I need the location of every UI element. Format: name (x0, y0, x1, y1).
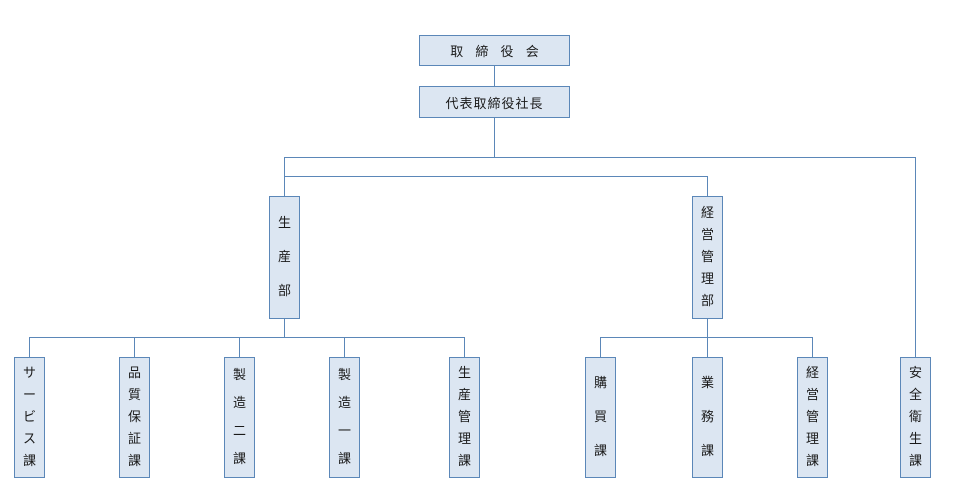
president-box: 代表取締役社長 (419, 86, 570, 118)
label-char: 営 (805, 387, 819, 403)
safety-section-box: 安全衛生課 (900, 357, 931, 478)
label-char: 経 (700, 205, 714, 221)
label-char: 課 (232, 451, 246, 467)
label-char: 課 (700, 443, 714, 459)
mfg2-section-box: 製造二課 (224, 357, 255, 478)
label-char: 証 (127, 431, 141, 447)
vertical-label: 生産部 (278, 215, 291, 301)
vertical-label: 安全衛生課 (909, 365, 922, 471)
label-char: 管 (457, 409, 471, 425)
board-label: 取 締 役 会 (450, 45, 539, 60)
qa-section-box: 品質保証課 (119, 357, 150, 478)
label-char: 課 (337, 451, 351, 467)
label-char: 課 (593, 443, 607, 459)
vertical-label: 品質保証課 (128, 365, 141, 471)
label-char: 課 (127, 453, 141, 469)
prodctrl-section-box: 生産管理課 (449, 357, 480, 478)
label-char: 買 (593, 409, 607, 425)
vertical-label: 製造一課 (338, 367, 351, 469)
vertical-label: 生産管理課 (458, 365, 471, 471)
label-char: 安 (908, 365, 922, 381)
label-char: 管 (805, 409, 819, 425)
label-char: ー (22, 387, 36, 403)
production-dept-box: 生産部 (269, 196, 300, 319)
label-char: 部 (277, 283, 291, 299)
president-label: 代表取締役社長 (445, 96, 544, 112)
label-char: 製 (232, 367, 246, 383)
operations-section-box: 業務課 (692, 357, 723, 478)
label-char: 保 (127, 409, 141, 425)
label-char: ス (22, 431, 36, 447)
mgmt-section-box: 経営管理課 (797, 357, 828, 478)
label-char: 一 (337, 423, 351, 439)
label-char: 購 (593, 375, 607, 391)
label-char: 製 (337, 367, 351, 383)
label-char: 品 (127, 365, 141, 381)
board-box: 取 締 役 会 (419, 35, 570, 66)
label-char: 産 (457, 387, 471, 403)
vertical-label: 製造二課 (233, 367, 246, 469)
label-char: 経 (805, 365, 819, 381)
label-char: 衛 (908, 409, 922, 425)
vertical-label: サービス課 (23, 365, 36, 471)
label-char: 産 (277, 249, 291, 265)
management-dept-box: 経営管理部 (692, 196, 723, 319)
label-char: 課 (457, 453, 471, 469)
label-char: 造 (337, 395, 351, 411)
label-char: 二 (232, 423, 246, 439)
label-char: 理 (700, 271, 714, 287)
label-char: 質 (127, 387, 141, 403)
label-char: ビ (22, 409, 36, 425)
vertical-label: 経営管理部 (701, 205, 714, 311)
label-char: サ (22, 365, 36, 381)
label-char: 理 (805, 431, 819, 447)
label-char: 管 (700, 249, 714, 265)
vertical-label: 経営管理課 (806, 365, 819, 471)
vertical-label: 購買課 (594, 375, 607, 461)
mfg1-section-box: 製造一課 (329, 357, 360, 478)
service-section-box: サービス課 (14, 357, 45, 478)
label-char: 務 (700, 409, 714, 425)
label-char: 生 (277, 215, 291, 231)
label-char: 生 (908, 431, 922, 447)
label-char: 部 (700, 293, 714, 309)
label-char: 生 (457, 365, 471, 381)
label-char: 業 (700, 375, 714, 391)
label-char: 課 (805, 453, 819, 469)
label-char: 課 (22, 453, 36, 469)
purchasing-section-box: 購買課 (585, 357, 616, 478)
label-char: 課 (908, 453, 922, 469)
label-char: 造 (232, 395, 246, 411)
vertical-label: 業務課 (701, 375, 714, 461)
label-char: 全 (908, 387, 922, 403)
label-char: 営 (700, 227, 714, 243)
label-char: 理 (457, 431, 471, 447)
